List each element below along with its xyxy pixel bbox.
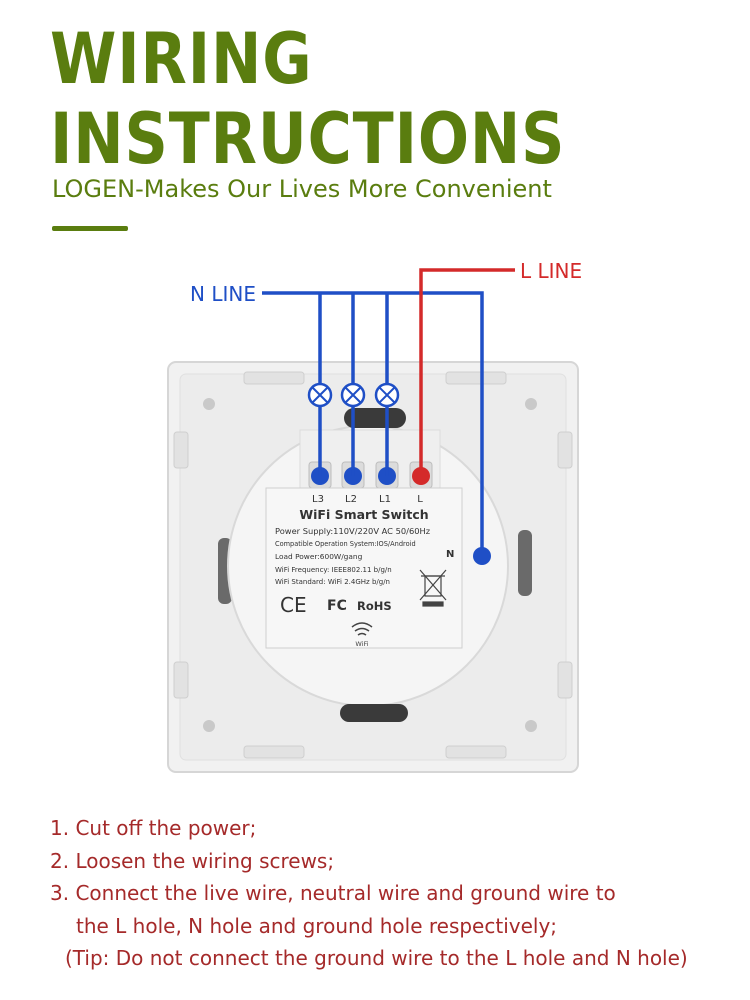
step-3-continued: the L hole, N hole and ground hole respe…: [76, 913, 558, 938]
page-title-line1: WIRING: [50, 18, 313, 100]
terminal-label-l: L: [417, 494, 423, 505]
subtitle: LOGEN-Makes Our Lives More Convenient: [52, 175, 552, 203]
lamp-icon: [307, 382, 333, 408]
rohs-mark: RoHS: [357, 599, 392, 613]
n-line-label: N LINE: [190, 282, 256, 306]
spec-load-power: Load Power:600W/gang: [275, 552, 363, 561]
wifi-text: WiFi: [355, 640, 368, 648]
step-1: 1. Cut off the power;: [50, 816, 257, 840]
spec-wifi-frequency: WiFi Frequency: IEEE802.11 b/g/n: [275, 566, 392, 574]
spec-power-supply: Power Supply:110V/220V AC 50/60Hz: [275, 526, 430, 536]
page-title-line2: INSTRUCTIONS: [50, 98, 566, 180]
spec-wifi-standard: WiFi Standard: WiFi 2.4GHz b/g/n: [275, 578, 390, 586]
ce-mark: CE: [280, 593, 307, 617]
lamp-icon: [374, 382, 400, 408]
l-line-wire: [419, 268, 515, 476]
instruction-steps: 1. Cut off the power; 2. Loosen the wiri…: [50, 812, 740, 975]
terminal-label-l2: L2: [345, 494, 357, 505]
accent-bar: [52, 226, 128, 231]
terminal-label-n: N: [446, 549, 454, 560]
step-tip: (Tip: Do not connect the ground wire to …: [65, 946, 688, 970]
l-line-label: L LINE: [520, 259, 582, 283]
step-3: 3. Connect the live wire, neutral wire a…: [50, 881, 616, 905]
device-title: WiFi Smart Switch: [299, 507, 428, 522]
terminal-label-l3: L3: [312, 494, 324, 505]
spec-compatible: Compatible Operation System:IOS/Android: [275, 540, 416, 548]
step-2: 2. Loosen the wiring screws;: [50, 848, 335, 873]
weee-bin-icon: [419, 569, 447, 607]
terminal-n: [473, 547, 491, 565]
lamp-icon: [340, 382, 366, 408]
terminal-label-l1: L1: [379, 494, 391, 505]
fc-mark: FC: [327, 598, 347, 614]
wifi-icon: [351, 622, 373, 636]
spec-label: [265, 487, 463, 649]
